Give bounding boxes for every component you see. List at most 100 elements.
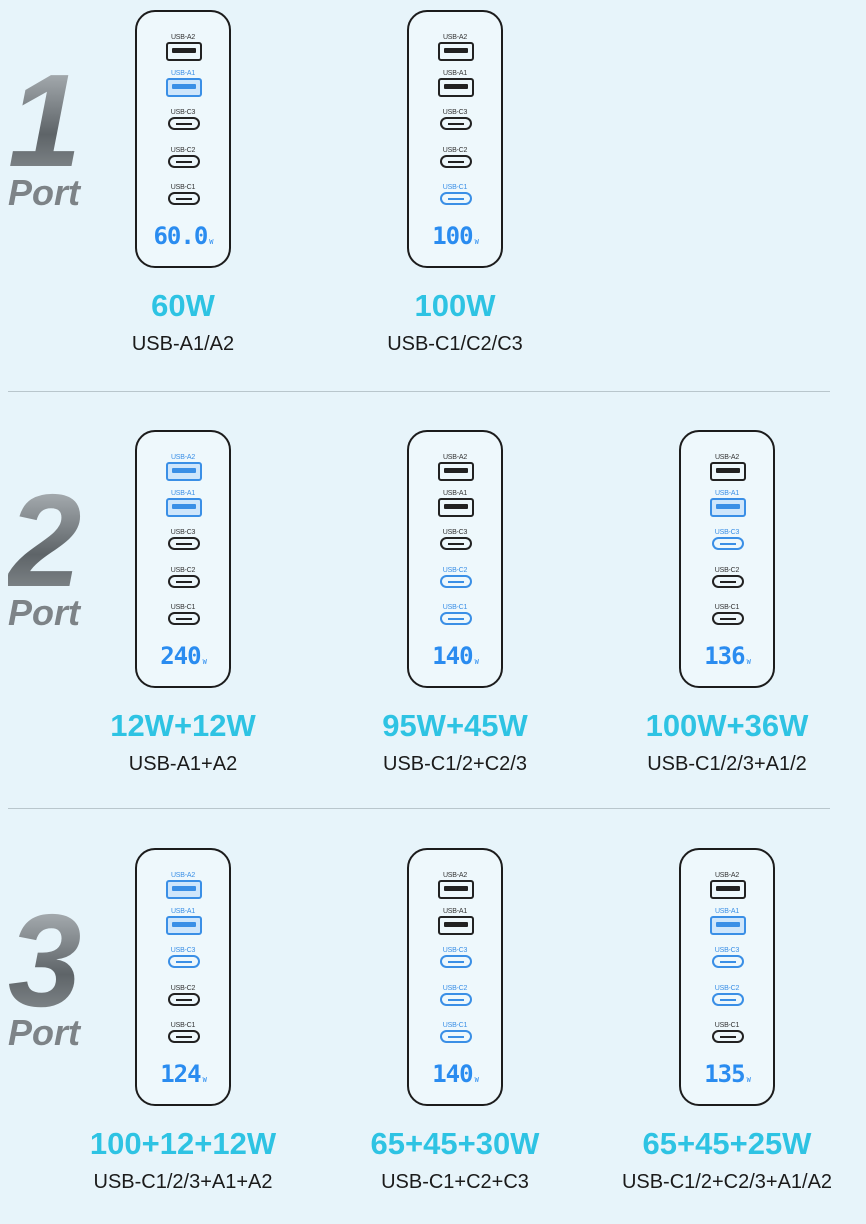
port-label-usb-a2: USB-A2: [170, 872, 196, 879]
port-label-usb-c3: USB-C3: [442, 529, 468, 536]
port-label-usb-a1: USB-A1: [714, 908, 740, 915]
usb-c-port-icon: [440, 993, 472, 1006]
usb-a-port-icon: [438, 78, 474, 97]
port-label-usb-c1: USB-C1: [170, 184, 196, 191]
port-label-usb-c1: USB-C1: [170, 604, 196, 611]
display-unit: W: [474, 238, 479, 246]
port-combination: USB-C1/C2/C3: [387, 333, 523, 355]
power-output: 65+45+30W: [370, 1126, 540, 1161]
port-label-usb-a2: USB-A2: [170, 34, 196, 41]
display-value: 240: [160, 642, 201, 670]
power-output: 100+12+12W: [89, 1126, 277, 1161]
port-label-usb-c2: USB-C2: [442, 567, 468, 574]
port-label-usb-a1: USB-A1: [442, 70, 468, 77]
display-value: 140: [432, 1060, 473, 1088]
usb-c-port-icon: [440, 537, 472, 550]
port-label-usb-c3: USB-C3: [170, 109, 196, 116]
port-label-usb-c1: USB-C1: [442, 184, 468, 191]
usb-c-port-icon: [712, 993, 744, 1006]
port-combination: USB-C1/2/3+A1+A2: [93, 1171, 273, 1193]
port-label-usb-c1: USB-C1: [714, 1022, 740, 1029]
port-combination: USB-C1/2+C2/3+A1/A2: [621, 1171, 833, 1193]
display-unit: W: [209, 238, 213, 246]
display-unit: W: [474, 1076, 479, 1084]
usb-a-port-icon: [166, 78, 202, 97]
usb-a-port-icon: [438, 498, 474, 517]
port-label-usb-c3: USB-C3: [170, 947, 196, 954]
port-label-usb-c1: USB-C1: [714, 604, 740, 611]
port-label-usb-c3: USB-C3: [714, 947, 740, 954]
port-label-usb-c3: USB-C3: [714, 529, 740, 536]
power-output: 100W: [414, 288, 496, 323]
display-unit: W: [202, 658, 207, 666]
port-label-usb-c2: USB-C2: [170, 567, 196, 574]
power-output: 60W: [151, 288, 215, 323]
usb-a-port-icon: [438, 462, 474, 481]
port-label-usb-c2: USB-C2: [442, 985, 468, 992]
usb-a-port-icon: [438, 916, 474, 935]
port-label: Port: [8, 172, 80, 213]
display-value: 124: [160, 1060, 201, 1088]
power-output: 65+45+25W: [642, 1126, 812, 1161]
port-label-usb-c1: USB-C1: [442, 604, 468, 611]
usb-a-port-icon: [710, 462, 746, 481]
port-label-usb-c1: USB-C1: [170, 1022, 196, 1029]
usb-c-port-icon: [168, 575, 200, 588]
port-label-usb-a1: USB-A1: [170, 490, 196, 497]
usb-c-port-icon: [168, 1030, 200, 1043]
usb-c-port-icon: [440, 155, 472, 168]
usb-a-port-icon: [166, 42, 202, 61]
usb-c-port-icon: [712, 537, 744, 550]
usb-c-port-icon: [168, 955, 200, 968]
port-label-usb-c1: USB-C1: [442, 1022, 468, 1029]
port-combination: USB-A1+A2: [128, 753, 238, 775]
usb-c-port-icon: [168, 612, 200, 625]
divider: [8, 391, 830, 392]
power-output: 12W+12W: [110, 708, 256, 743]
usb-a-port-icon: [166, 880, 202, 899]
port-label-usb-a2: USB-A2: [714, 872, 740, 879]
usb-c-port-icon: [440, 192, 472, 205]
display-unit: W: [746, 658, 751, 666]
group-number: 3: [8, 887, 82, 1034]
display-unit: W: [202, 1076, 207, 1084]
port-label-usb-a1: USB-A1: [170, 70, 196, 77]
port-label-usb-a1: USB-A1: [442, 908, 468, 915]
usb-c-port-icon: [168, 537, 200, 550]
port-label-usb-a2: USB-A2: [714, 454, 740, 461]
port-label-usb-c2: USB-C2: [170, 985, 196, 992]
display-value: 135: [704, 1060, 745, 1088]
port-label: Port: [8, 1012, 80, 1053]
power-output: 100W+36W: [645, 708, 809, 743]
display-value: 60.0: [153, 222, 208, 250]
port-combination: USB-C1/2/3+A1/2: [647, 753, 807, 775]
usb-c-port-icon: [168, 155, 200, 168]
display-value: 140: [432, 642, 473, 670]
usb-c-port-icon: [712, 612, 744, 625]
port-label-usb-a1: USB-A1: [170, 908, 196, 915]
divider: [8, 808, 830, 809]
port-label-usb-a2: USB-A2: [442, 34, 468, 41]
usb-c-port-icon: [440, 117, 472, 130]
usb-c-port-icon: [440, 955, 472, 968]
display-value: 100: [432, 222, 473, 250]
usb-c-port-icon: [168, 117, 200, 130]
port-label-usb-c3: USB-C3: [170, 529, 196, 536]
port-label-usb-a2: USB-A2: [170, 454, 196, 461]
usb-c-port-icon: [712, 955, 744, 968]
usb-a-port-icon: [438, 880, 474, 899]
port-label-usb-a1: USB-A1: [442, 490, 468, 497]
port-label-usb-a2: USB-A2: [442, 872, 468, 879]
usb-c-port-icon: [440, 612, 472, 625]
usb-a-port-icon: [710, 916, 746, 935]
